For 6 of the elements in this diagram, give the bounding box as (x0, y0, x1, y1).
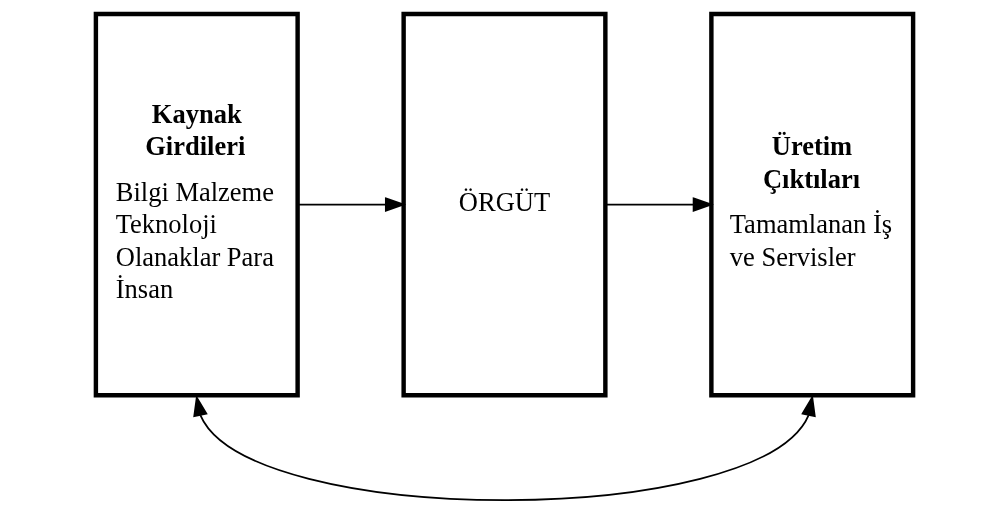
node-box: ÖRGÜT (400, 11, 608, 398)
arrow (296, 197, 406, 213)
node-box: Kaynak Girdileri Bilgi Malzeme Teknoloji Olanaklar Para İnsan (93, 11, 300, 398)
arrow (604, 197, 714, 213)
arrow (192, 394, 816, 501)
node-box: Üretim Çıktıları Tamamlanan İş ve Servisler (708, 11, 915, 398)
